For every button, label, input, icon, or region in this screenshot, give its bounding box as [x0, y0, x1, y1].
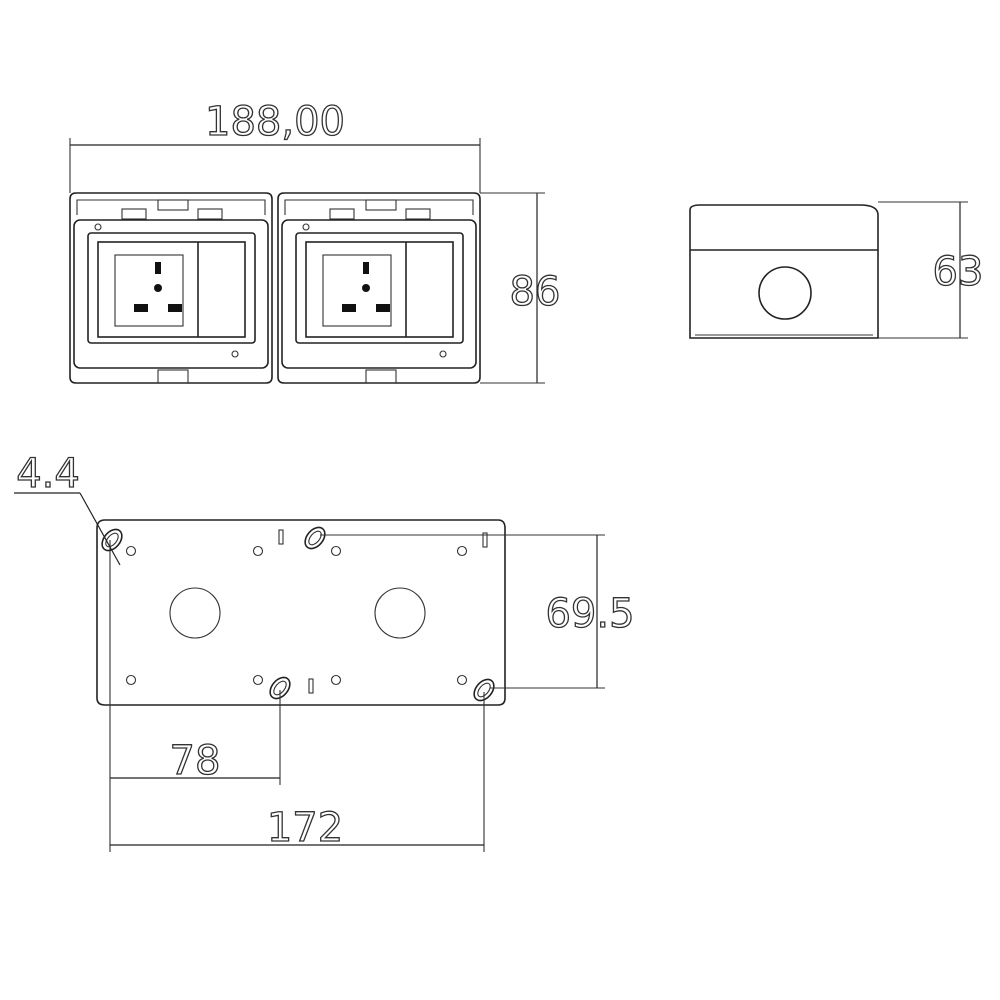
mounting-slot: [473, 678, 495, 702]
pin-hole: [154, 284, 162, 292]
vertical-spacing-label: 69.5: [545, 591, 634, 637]
earth-pin-slot: [155, 262, 161, 274]
screw-icon: [94, 223, 102, 231]
slot-mark: [278, 529, 284, 545]
mounting-slot-inner: [273, 680, 287, 696]
screw-icon: [439, 350, 447, 358]
hinge-cover: [284, 199, 474, 215]
cover-frame: [73, 219, 269, 369]
half-spacing-label: 78: [170, 738, 221, 784]
screw-hole: [456, 674, 468, 686]
socket-plate: [305, 241, 454, 338]
live-pin-slot: [134, 304, 148, 312]
mounting-slot-inner: [308, 530, 322, 546]
hinge-cover: [76, 199, 266, 215]
hinge-clip: [405, 208, 431, 220]
earth-pin-slot: [363, 262, 369, 274]
hinge-tab: [157, 199, 189, 211]
latch-tab: [365, 369, 397, 384]
hinge-tab: [365, 199, 397, 211]
screw-hole: [125, 674, 137, 686]
hinge-clip: [121, 208, 147, 220]
front-view: [69, 192, 481, 384]
screw-hole: [330, 545, 342, 557]
slot-mark: [308, 678, 314, 694]
inner-frame: [87, 232, 256, 344]
mounting-slot-inner: [477, 682, 491, 698]
screw-icon: [302, 223, 310, 231]
socket-plate: [97, 241, 246, 338]
socket-face: [322, 254, 392, 327]
total-spacing-label: 172: [267, 805, 343, 851]
width-label: 188,00: [205, 99, 345, 145]
live-pin-slot: [342, 304, 356, 312]
hinge-clip: [197, 208, 223, 220]
side-view: [689, 204, 879, 339]
neutral-pin-slot: [168, 304, 182, 312]
knockout-hole: [169, 587, 221, 639]
neutral-pin-slot: [376, 304, 390, 312]
hole-diameter-label: 4.4: [16, 451, 80, 497]
pin-hole: [362, 284, 370, 292]
screw-hole: [125, 545, 137, 557]
height-label: 86: [510, 269, 561, 315]
screw-icon: [231, 350, 239, 358]
depth-label: 63: [933, 249, 984, 295]
socket-face: [114, 254, 184, 327]
socket-module: [277, 192, 481, 384]
inner-frame: [295, 232, 464, 344]
hinge-clip: [329, 208, 355, 220]
screw-hole: [252, 545, 264, 557]
screw-hole: [252, 674, 264, 686]
cover-frame: [281, 219, 477, 369]
mounting-slot: [101, 528, 123, 552]
slot-mark: [482, 532, 488, 548]
latch-tab: [157, 369, 189, 384]
mounting-slot: [304, 526, 326, 550]
back-view: [96, 519, 506, 706]
screw-hole: [330, 674, 342, 686]
knockout-hole: [374, 587, 426, 639]
socket-module: [69, 192, 273, 384]
screw-hole: [456, 545, 468, 557]
mounting-slot: [269, 676, 291, 700]
cable-entry-circle: [758, 266, 812, 320]
mounting-slot-inner: [105, 532, 119, 548]
